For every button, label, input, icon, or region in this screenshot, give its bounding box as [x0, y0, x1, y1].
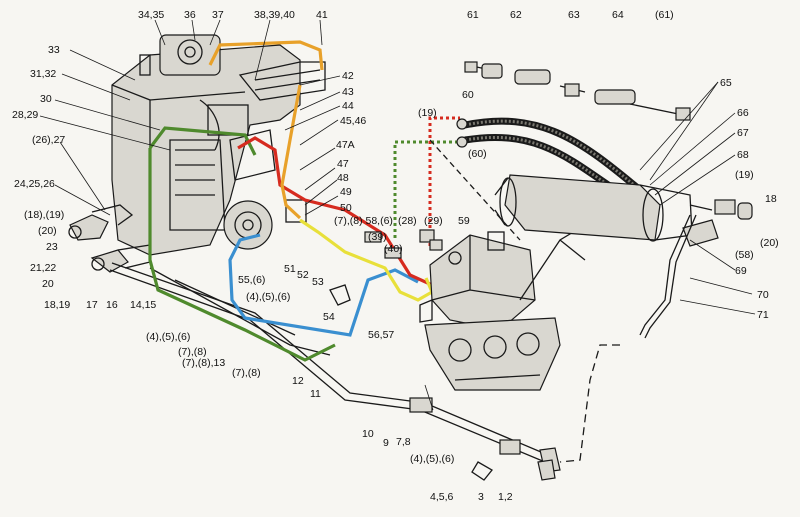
- label-28: (28): [398, 215, 417, 227]
- label-23: 23: [46, 241, 58, 253]
- label-47: 47: [337, 158, 349, 170]
- label-7-8-c: 7,8: [396, 436, 411, 448]
- label-14-15: 14,15: [130, 299, 156, 311]
- top-right-tubes: [464, 61, 691, 121]
- label-42: 42: [342, 70, 354, 82]
- label-19-a: (19): [418, 107, 437, 119]
- label-24-25-26: 24,25,26: [14, 178, 55, 190]
- red-dotted-line: [428, 116, 460, 246]
- label-56-57: 56,57: [368, 329, 394, 341]
- label-51: 51: [284, 263, 296, 275]
- label-44: 44: [342, 100, 354, 112]
- label-54: 54: [323, 311, 335, 323]
- label-50: 50: [340, 202, 352, 214]
- label-34-35: 34,35: [138, 9, 164, 21]
- label-9: 9: [383, 437, 389, 449]
- label-43: 43: [342, 86, 354, 98]
- label-19-b: (19): [735, 169, 754, 181]
- label-62: 62: [510, 9, 522, 21]
- green-return-line: [148, 148, 336, 362]
- label-71: 71: [757, 309, 769, 321]
- leader-lines: [39, 19, 756, 315]
- label-45-46: 45,46: [340, 115, 366, 127]
- label-29: (29): [424, 215, 443, 227]
- orange-line: [208, 40, 324, 71]
- label-36: 36: [184, 9, 196, 21]
- right-fittings: [559, 199, 753, 463]
- label-16: 16: [106, 299, 118, 311]
- label-18: 18: [765, 193, 777, 205]
- label-4-5-6-b: (4),(5),(6): [246, 291, 290, 303]
- label-39: (39): [368, 231, 387, 243]
- green-dotted-line: [393, 140, 460, 238]
- label-1-2: 1,2: [498, 491, 513, 503]
- pump-fittings: [329, 229, 443, 306]
- label-64: 64: [612, 9, 624, 21]
- label-55-6: 55,(6): [238, 274, 265, 286]
- label-3: 3: [478, 491, 484, 503]
- label-4-5-6-a: (4),(5),(6): [146, 331, 190, 343]
- fuel-filter: [494, 174, 693, 242]
- red-pressure-line: [237, 136, 442, 287]
- green-return-line-upper: [148, 126, 257, 156]
- label-4-5-6-c: (4),(5),(6): [410, 453, 454, 465]
- label-70: 70: [757, 289, 769, 301]
- blue-feed-line: [228, 233, 419, 337]
- label-30: 30: [40, 93, 52, 105]
- label-7-8-13: (7),(8),13: [182, 357, 225, 369]
- label-31-32: 31,32: [30, 68, 56, 80]
- label-66: 66: [737, 107, 749, 119]
- label-68: 68: [737, 149, 749, 161]
- label-7-8-58-6: (7),(8) 58,(6): [334, 215, 393, 227]
- label-7-8-a: (7),(8): [178, 346, 207, 358]
- label-18-19-paren: (18),(19): [24, 209, 64, 221]
- label-18-19: 18,19: [44, 299, 70, 311]
- label-60-b: (60): [468, 148, 487, 160]
- label-20: 20: [42, 278, 54, 290]
- label-67: 67: [737, 127, 749, 139]
- label-12: 12: [292, 375, 304, 387]
- label-38-39-40: 38,39,40: [254, 9, 295, 21]
- label-7-8-b: (7),(8): [232, 367, 261, 379]
- part-labels: 34,35 36 37 38,39,40 41 61 62 63 64 (61)…: [12, 9, 779, 503]
- label-28-29: 28,29: [12, 109, 38, 121]
- label-48: 48: [337, 172, 349, 184]
- label-47A: 47A: [336, 139, 355, 151]
- label-60-a: 60: [462, 89, 474, 101]
- label-53: 53: [312, 276, 324, 288]
- label-49: 49: [340, 186, 352, 198]
- injection-pump: [419, 139, 586, 391]
- label-63: 63: [568, 9, 580, 21]
- label-61: 61: [467, 9, 479, 21]
- label-4-5-6: 4,5,6: [430, 491, 454, 503]
- orange-line-lower: [280, 84, 302, 220]
- left-fittings: [68, 204, 151, 273]
- engine-block: [111, 34, 326, 256]
- label-11: 11: [310, 388, 321, 400]
- label-58: (58): [735, 249, 754, 261]
- label-26-27: (26),27: [32, 134, 65, 146]
- label-41: 41: [316, 9, 328, 21]
- label-69: 69: [735, 265, 747, 277]
- label-37: 37: [212, 9, 224, 21]
- label-40: (40): [384, 243, 403, 255]
- label-20-c: (20): [760, 237, 779, 249]
- label-59: 59: [458, 215, 470, 227]
- label-21-22: 21,22: [30, 262, 56, 274]
- lower-fuel-pipes: [109, 262, 561, 481]
- label-52: 52: [297, 269, 309, 281]
- label-33: 33: [48, 44, 60, 56]
- label-10: 10: [362, 428, 374, 440]
- yellow-leakoff-line: [299, 218, 435, 302]
- label-20-paren: (20): [38, 225, 57, 237]
- label-17: 17: [86, 299, 98, 311]
- label-65: 65: [720, 77, 732, 89]
- label-61-paren: (61): [655, 9, 674, 21]
